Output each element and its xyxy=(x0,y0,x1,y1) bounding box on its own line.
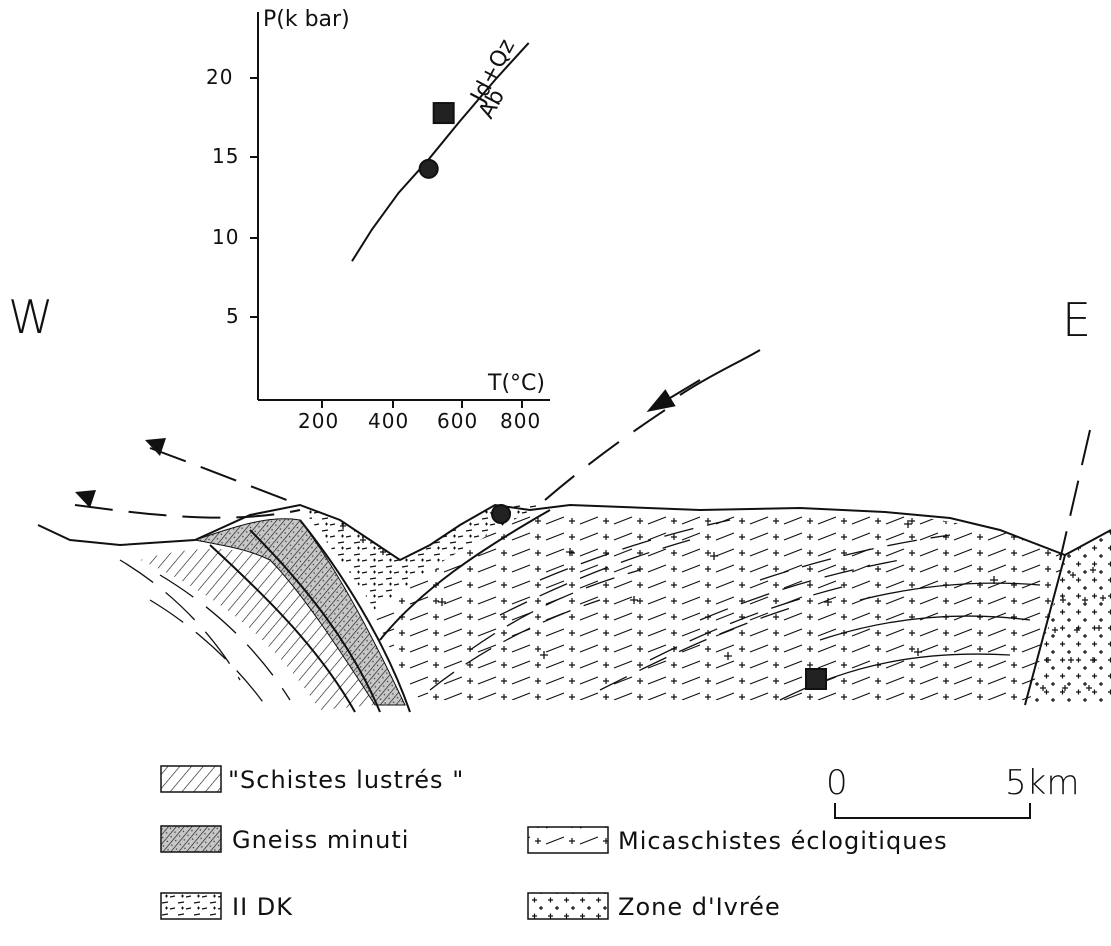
scale-bar-start-label: 0 xyxy=(826,763,848,803)
contact-line xyxy=(1024,554,1066,706)
cross-symbols xyxy=(340,520,998,660)
cross-section xyxy=(37,349,1111,713)
thrust-arrow xyxy=(646,379,701,413)
iidk-unit xyxy=(300,505,540,610)
sample-circle-marker xyxy=(491,504,511,524)
thrust-trace xyxy=(544,409,666,501)
schistes-foliation xyxy=(119,559,291,706)
thrust-trace xyxy=(74,504,301,519)
pt-x-tick-label: 400 xyxy=(368,409,409,433)
topographic-surface xyxy=(37,503,1111,562)
sample-square-marker xyxy=(805,668,827,690)
contact-line xyxy=(299,519,411,713)
scale-bar-end-label: 5km xyxy=(1005,763,1079,803)
pt-point-square xyxy=(432,102,455,125)
scale-bar-line xyxy=(834,803,1031,819)
thrust-teeth xyxy=(145,438,166,456)
pt-x-tick-label: 800 xyxy=(500,409,541,433)
pt-x-axis-label: T(°C) xyxy=(487,371,545,396)
pt-y-tick-label: 5 xyxy=(226,304,240,328)
legend-swatch-ivree xyxy=(527,892,609,920)
contact-line xyxy=(379,509,551,641)
thrust-teeth xyxy=(75,490,96,508)
pt-data-points xyxy=(418,102,455,179)
zone-ivree-unit xyxy=(1030,530,1111,705)
legend: "Schistes lustrés " Gneiss minuti II DK … xyxy=(160,765,948,921)
pt-x-tick-label: 600 xyxy=(437,409,478,433)
legend-swatch-iidk xyxy=(160,892,222,920)
pt-y-tick-label: 10 xyxy=(212,225,239,249)
foliation-traces xyxy=(429,519,1041,701)
thrust-arrow-line xyxy=(679,349,761,396)
legend-label-iidk: II DK xyxy=(232,893,293,921)
micaschistes-eclogitiques-unit xyxy=(375,508,1065,700)
legend-label-schistes: "Schistes lustrés " xyxy=(228,766,464,794)
legend-swatch-schistes xyxy=(160,765,222,793)
legend-swatch-micaschistes xyxy=(527,826,609,854)
thrust-trace xyxy=(1059,429,1091,561)
ivree-crosses xyxy=(1040,567,1106,691)
legend-swatch-gneiss xyxy=(160,825,222,853)
pt-x-tick-label: 200 xyxy=(298,409,339,433)
pt-y-tick-label: 15 xyxy=(212,144,239,168)
pt-diagram: P(k bar) T(°C) 5 10 15 20 200 400 600 80… xyxy=(206,7,550,433)
legend-label-micaschistes: Micaschistes éclogitiques xyxy=(618,827,948,855)
contact-line xyxy=(249,529,381,713)
pt-point-circle xyxy=(418,158,439,179)
scale-bar: 0 5km xyxy=(826,763,1079,819)
pt-y-tick-label: 20 xyxy=(206,65,233,89)
thrust-trace xyxy=(149,447,301,506)
contact-line xyxy=(209,544,356,713)
legend-label-ivree: Zone d'Ivrée xyxy=(618,893,781,921)
pt-y-axis-label: P(k bar) xyxy=(263,7,350,32)
east-label: E xyxy=(1062,293,1091,347)
schistes-lustres-unit xyxy=(140,548,375,710)
west-label: W xyxy=(8,290,53,344)
legend-label-gneiss: Gneiss minuti xyxy=(232,826,409,854)
